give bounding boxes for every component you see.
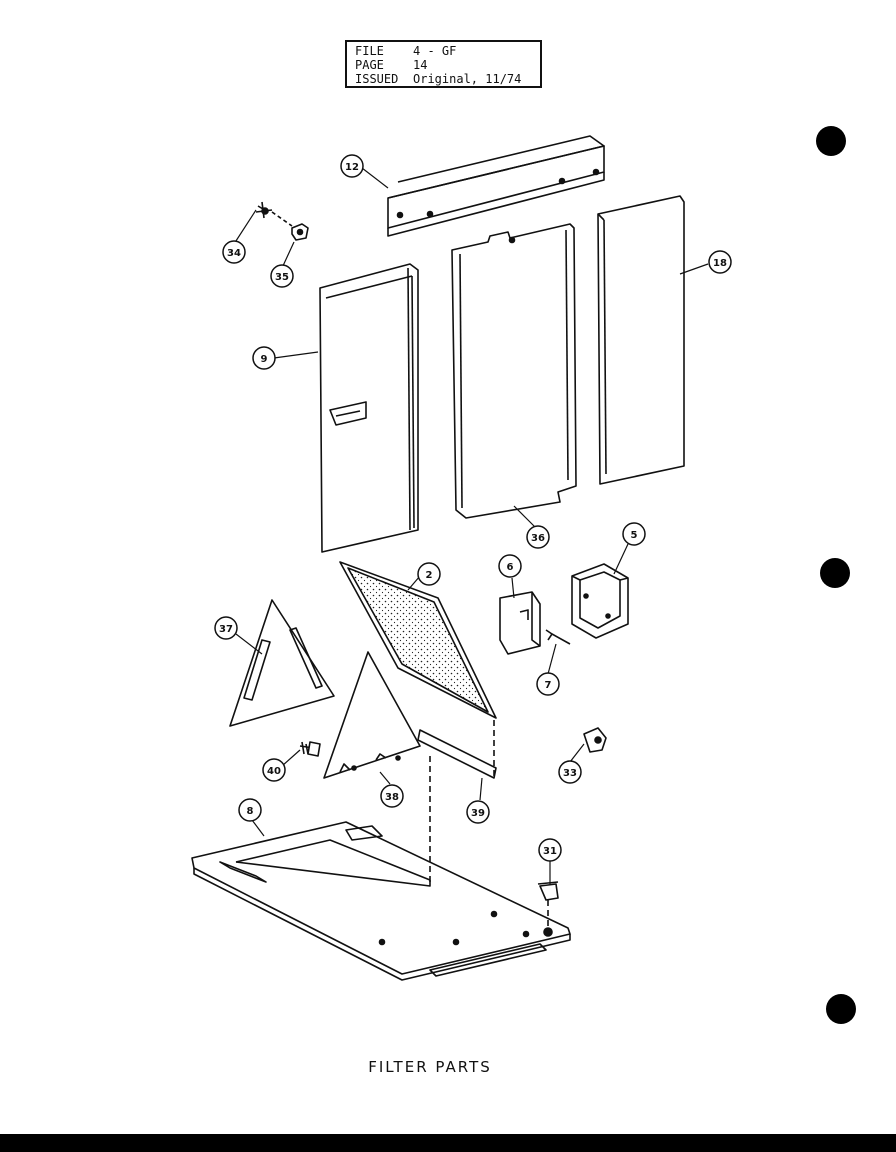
svg-text:40: 40 [267, 766, 281, 777]
callout-18: 18 [708, 250, 732, 274]
callout-6: 6 [498, 554, 522, 578]
issued-label: ISSUED [355, 72, 399, 86]
callout-31: 31 [538, 838, 562, 862]
bracket-part [499, 591, 571, 655]
bottom-rail-part [417, 729, 497, 779]
issued-value: Original, 11/74 [413, 72, 522, 86]
callout-40: 40 [262, 758, 286, 782]
callout-39: 39 [466, 800, 490, 824]
callout-7: 7 [536, 672, 560, 696]
svg-text:12: 12 [345, 162, 359, 173]
svg-text:33: 33 [563, 768, 577, 779]
leader-lines [233, 167, 709, 884]
plug-31-part [537, 881, 559, 901]
center-panel-part [451, 223, 577, 519]
svg-text:37: 37 [219, 624, 233, 635]
callout-5: 5 [622, 522, 646, 546]
callout-33: 33 [558, 760, 582, 784]
svg-text:6: 6 [507, 562, 514, 573]
svg-text:2: 2 [426, 570, 433, 581]
svg-text:18: 18 [713, 258, 727, 269]
callout-group: 12 34 35 9 18 36 [214, 154, 732, 862]
screw-and-clip-parts [255, 201, 309, 241]
left-triangle-baffle-part [229, 599, 335, 727]
callout-12: 12 [340, 154, 364, 178]
svg-text:39: 39 [471, 808, 485, 819]
callout-38: 38 [380, 784, 404, 808]
file-row: FILE 4 - GF [355, 44, 532, 58]
callout-35: 35 [270, 264, 294, 288]
control-box-part [571, 563, 629, 639]
assembly-guide-lines [429, 720, 549, 930]
svg-text:38: 38 [385, 792, 399, 803]
binder-hole-top [816, 126, 846, 156]
right-side-panel-part [597, 195, 685, 485]
callout-8: 8 [238, 798, 262, 822]
left-door-panel-part [319, 263, 419, 553]
binder-hole-middle [820, 558, 850, 588]
plug-33-part [583, 727, 607, 753]
file-value: 4 - GF [413, 44, 457, 58]
callout-2: 2 [417, 562, 441, 586]
svg-text:31: 31 [543, 846, 557, 857]
page-value: 14 [413, 58, 428, 72]
binder-hole-bottom [826, 994, 856, 1024]
callout-37: 37 [214, 616, 238, 640]
file-info-box: FILE 4 - GF PAGE 14 ISSUED Original, 11/… [345, 40, 542, 88]
svg-text:9: 9 [261, 354, 268, 365]
svg-text:34: 34 [227, 248, 241, 259]
svg-text:7: 7 [545, 680, 552, 691]
diagram-caption: FILTER PARTS [368, 1058, 492, 1076]
svg-text:8: 8 [247, 806, 254, 817]
svg-text:36: 36 [531, 533, 545, 544]
scan-bottom-edge [0, 1134, 896, 1152]
svg-text:35: 35 [275, 272, 289, 283]
issued-row: ISSUED Original, 11/74 [355, 72, 532, 86]
base-pan-part [191, 821, 571, 981]
air-filter-part [339, 561, 497, 719]
center-triangle-baffle-part [323, 651, 421, 779]
callout-36: 36 [526, 525, 550, 549]
page-label: PAGE [355, 58, 384, 72]
screw-40-part [299, 741, 321, 757]
page-row: PAGE 14 [355, 58, 532, 72]
top-rail-part [387, 135, 605, 237]
file-label: FILE [355, 44, 384, 58]
callout-34: 34 [222, 240, 246, 264]
svg-text:5: 5 [631, 530, 638, 541]
callout-9: 9 [252, 346, 276, 370]
